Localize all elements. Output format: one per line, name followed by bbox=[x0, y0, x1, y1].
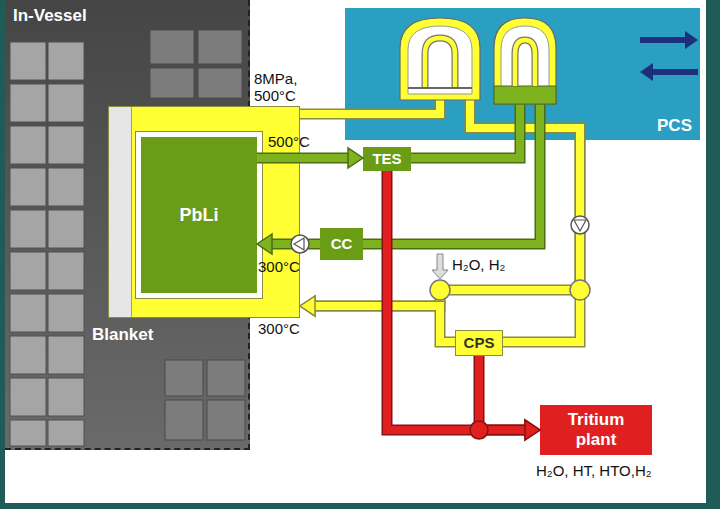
node-label: PbLi bbox=[180, 205, 219, 226]
frame-bar bbox=[0, 503, 720, 509]
steam-generator bbox=[400, 18, 480, 100]
arrow-head bbox=[525, 420, 540, 440]
pipe-connector bbox=[257, 234, 320, 254]
label-anchor: H₂O, HT, HTO,H₂ bbox=[536, 462, 652, 479]
pipe-casing bbox=[479, 356, 527, 430]
pipe-fill bbox=[387, 171, 527, 430]
pipe-casing bbox=[363, 140, 540, 244]
flow-condition: 500°C bbox=[268, 133, 310, 150]
tritium-plant-box: Tritium plant bbox=[540, 405, 652, 455]
pipe-fill bbox=[257, 154, 350, 162]
pipe-connector bbox=[300, 140, 580, 316]
heat-exchanger bbox=[494, 18, 556, 104]
pipe-connector bbox=[387, 171, 540, 440]
pump-symbol bbox=[571, 216, 589, 234]
pipe-fill bbox=[270, 240, 320, 248]
node-label: CPS bbox=[464, 334, 495, 351]
feed-gases: H₂O, H₂ bbox=[452, 256, 505, 273]
pipe-fill bbox=[503, 140, 580, 342]
node-label: PCS bbox=[657, 116, 692, 136]
pbli-box: PbLi bbox=[141, 137, 257, 293]
cc-box: CC bbox=[320, 228, 363, 260]
frame-bar bbox=[706, 0, 720, 509]
pipe-connector bbox=[363, 140, 540, 244]
tes-box: TES bbox=[363, 147, 411, 171]
pipe-fill bbox=[313, 140, 580, 306]
flow-condition: 8MPa, 500°C bbox=[254, 70, 302, 105]
arrow-head bbox=[300, 296, 315, 316]
first-wall-strip bbox=[109, 107, 132, 317]
pipe-connector bbox=[257, 148, 363, 168]
node-label: Tritium plant bbox=[548, 410, 644, 449]
mixing-node bbox=[430, 280, 450, 300]
pipe-fill bbox=[300, 110, 345, 118]
pipe-casing bbox=[270, 239, 320, 250]
pipe-connector bbox=[411, 140, 520, 158]
pipe-connector bbox=[300, 296, 455, 342]
flow-condition: 300°C bbox=[258, 258, 300, 275]
edge-label-anchor: 300°C bbox=[258, 320, 300, 337]
node-label: CC bbox=[331, 235, 353, 252]
edge-label-anchor: 500°C bbox=[268, 133, 310, 150]
arrow-head bbox=[257, 234, 272, 254]
pipe-fill bbox=[363, 140, 540, 244]
cps-box: CPS bbox=[455, 330, 503, 356]
node-label: TES bbox=[372, 150, 401, 167]
tritium-species: H₂O, HT, HTO,H₂ bbox=[536, 462, 652, 479]
pipe-casing bbox=[387, 171, 527, 430]
flow-condition: 300°C bbox=[258, 320, 300, 337]
edge-label-anchor: 300°C bbox=[258, 258, 300, 275]
arrow-head bbox=[525, 420, 540, 440]
pipe-casing bbox=[257, 153, 350, 164]
pipe-casing bbox=[503, 140, 580, 342]
pipe-fill bbox=[313, 306, 455, 342]
power-arrows bbox=[640, 31, 698, 81]
mixing-node bbox=[570, 280, 590, 300]
pump-symbol bbox=[291, 235, 309, 253]
pipe-casing bbox=[313, 306, 455, 342]
node-label: Blanket bbox=[92, 325, 153, 345]
edge-label-anchor: 8MPa, 500°C bbox=[254, 70, 302, 105]
pipe-connector bbox=[503, 140, 580, 342]
merge-node bbox=[470, 421, 488, 439]
heat-exchanger-art bbox=[345, 8, 700, 140]
pipe-connector bbox=[479, 356, 540, 440]
pipe-casing bbox=[313, 140, 580, 306]
pcs-box: PCS bbox=[345, 8, 700, 140]
pipe-fill bbox=[479, 356, 527, 430]
wall-panels bbox=[10, 42, 84, 446]
injection-arrow bbox=[432, 254, 448, 279]
stub-pipes bbox=[345, 100, 580, 140]
pipe-fill bbox=[411, 140, 520, 158]
blanket-box: BlanketPbLi bbox=[108, 106, 300, 318]
pipe-casing bbox=[300, 109, 345, 120]
arrow-head bbox=[348, 148, 363, 168]
label-anchor: H₂O, H₂ bbox=[452, 256, 505, 273]
node-label: In-Vessel bbox=[13, 6, 87, 26]
pipe-connector bbox=[300, 114, 345, 115]
arrow-head bbox=[300, 296, 315, 316]
pipe-casing bbox=[411, 140, 520, 158]
